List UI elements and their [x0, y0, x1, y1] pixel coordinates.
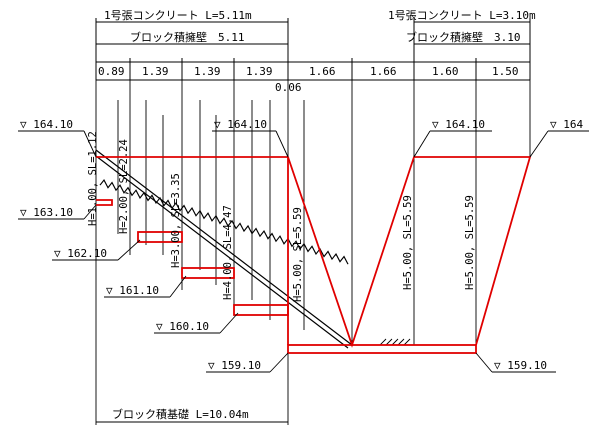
- elevation-label: ▽ 162.10: [54, 247, 107, 260]
- elevation-label: ▽ 164.10: [20, 118, 73, 131]
- concrete-outline: [96, 156, 532, 354]
- span-label: 1.60: [432, 65, 459, 78]
- span-label: 1.66: [309, 65, 336, 78]
- right-step-label: H=5.00, SL=5.59: [402, 195, 414, 290]
- elevation-label: ▽ 164.10: [214, 118, 267, 131]
- elevation-label: ▽ 159.10: [494, 359, 547, 372]
- top-dimension-lines: [95, 18, 531, 81]
- step-label: H=3.00, SL=3.35: [170, 173, 182, 268]
- elevation-label: ▽ 161.10: [106, 284, 159, 297]
- step-label: H=2.00, SL=2.24: [118, 139, 130, 234]
- span-label: 1.66: [370, 65, 397, 78]
- left-block-wall-label: ブロック積擁壁 5.11: [130, 30, 245, 44]
- elevation-label: ▽ 159.10: [208, 359, 261, 372]
- right-block-wall-label: ブロック積擁壁 3.10: [406, 30, 521, 44]
- elevation-label: ▽ 164.10: [432, 118, 485, 131]
- hatched-slope: [95, 149, 353, 349]
- right-step-label: H=5.00, SL=5.59: [464, 195, 476, 290]
- span-label: 0.89: [98, 65, 125, 78]
- step-label: H=5.00, SL=5.59: [292, 207, 304, 302]
- elevation-label: ▽ 163.10: [20, 206, 73, 219]
- elevation-label: ▽ 160.10: [156, 320, 209, 333]
- elevation-lines: [18, 130, 589, 373]
- elevation-label: ▽ 164: [550, 118, 583, 131]
- span-label: 1.39: [142, 65, 169, 78]
- right-concrete-label: 1号張コンクリート L=3.10m: [388, 9, 536, 22]
- left-concrete-label: 1号張コンクリート L=5.11m: [104, 9, 252, 22]
- span-label: 1.50: [492, 65, 519, 78]
- span-label: 1.39: [194, 65, 221, 78]
- step-label: H=1.00, SL=1.12: [87, 131, 99, 226]
- vertical-guide-lines: [95, 80, 531, 425]
- foundation-label: ブロック積基礎 L=10.04m: [112, 407, 249, 421]
- step-label: H=4.00, SL=4.47: [222, 205, 234, 300]
- span-label: 1.39: [246, 65, 273, 78]
